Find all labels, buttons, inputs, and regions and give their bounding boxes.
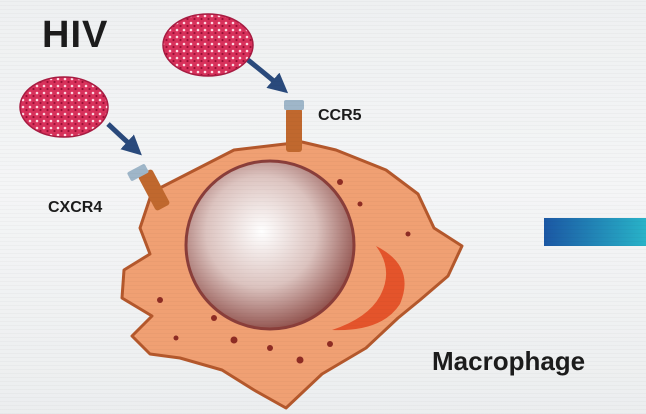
hiv-label: HIV [42, 14, 108, 57]
hiv-virus-top [163, 14, 253, 76]
arrow-to-ccr5 [248, 60, 282, 88]
transition-bar [544, 218, 646, 246]
hiv-virus-left [20, 77, 108, 137]
cxcr4-label: CXCR4 [48, 199, 102, 217]
ccr5-receptor-icon [284, 100, 304, 152]
arrow-to-cxcr4 [108, 124, 136, 150]
nucleus [186, 161, 354, 329]
ccr5-label: CCR5 [318, 107, 362, 125]
macrophage-label: Macrophage [432, 346, 585, 377]
